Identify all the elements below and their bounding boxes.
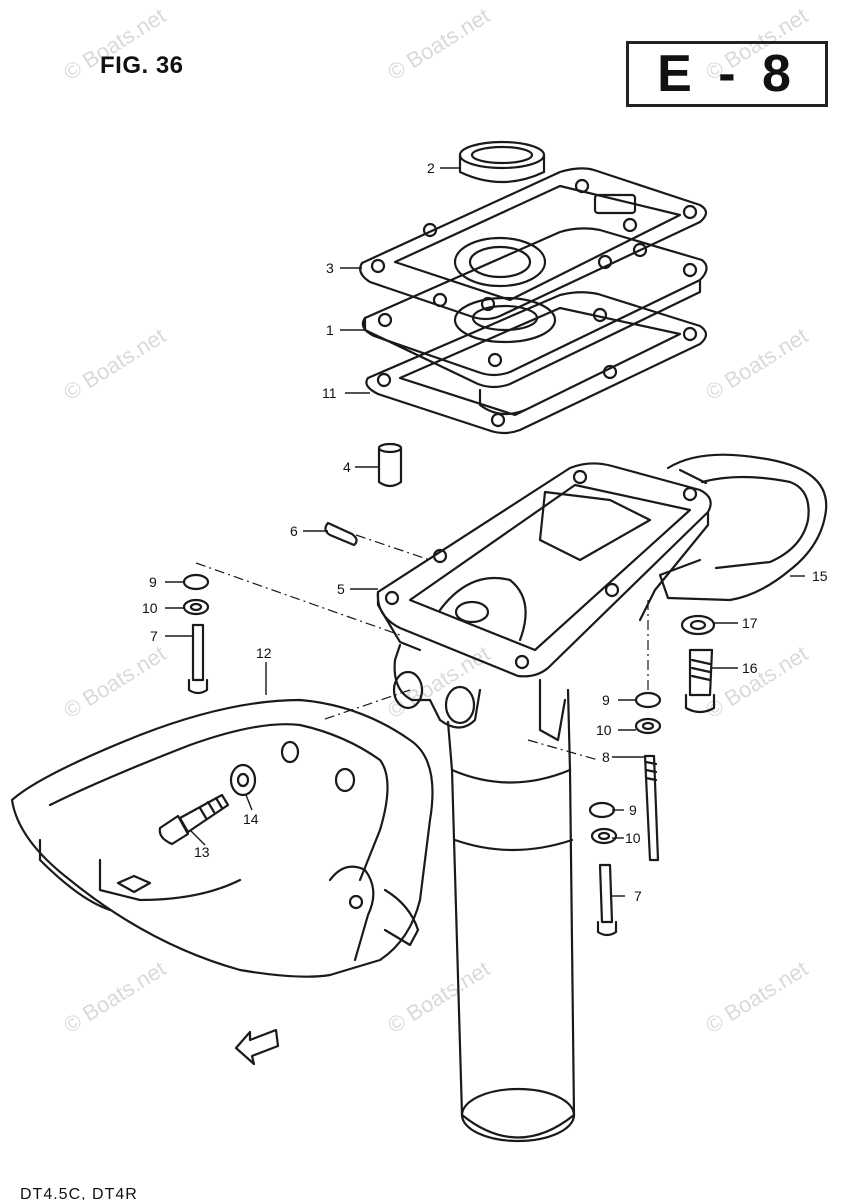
callout-11: 11 — [322, 385, 337, 401]
washer-part-14 — [229, 763, 257, 797]
callout-8: 8 — [602, 749, 610, 765]
callout-17: 17 — [742, 615, 758, 631]
drive-shaft-housing-part — [376, 462, 712, 742]
callout-4: 4 — [343, 459, 351, 475]
tiller-frame-part — [10, 698, 434, 978]
lower-gasket-part — [365, 291, 708, 435]
callout-5: 5 — [337, 581, 345, 597]
cover-plate-part — [361, 227, 708, 389]
callout-7: 7 — [634, 888, 642, 904]
dowel-pin-part — [377, 442, 403, 488]
handle-frame-part — [658, 453, 828, 602]
stud-part-8 — [643, 754, 660, 862]
callout-14: 14 — [243, 811, 259, 827]
washer-part-10-lower — [590, 827, 618, 845]
callout-10: 10 — [625, 830, 641, 846]
callout-9: 9 — [602, 692, 610, 708]
callout-3: 3 — [326, 260, 334, 276]
callout-12: 12 — [256, 645, 272, 661]
gasket-plate-part — [359, 167, 708, 321]
callout-13: 13 — [194, 844, 210, 860]
figure-label: FIG. 36 — [100, 52, 184, 79]
callout-16: 16 — [742, 660, 758, 676]
bolt-part-13 — [158, 793, 230, 846]
sheet-code: E - 8 — [657, 45, 797, 103]
pin-part — [324, 521, 358, 547]
bolt-part-16 — [684, 648, 716, 714]
callout-10: 10 — [142, 600, 158, 616]
washer-part-10-right — [634, 717, 662, 735]
washer-part-17 — [680, 614, 716, 636]
washer-part-9-left — [182, 573, 210, 591]
callout-6: 6 — [290, 523, 298, 539]
bolt-part-7-lower — [596, 863, 618, 937]
bolt-part-7-left — [187, 623, 209, 695]
oil-seal-part — [458, 140, 546, 184]
exhaust-tube-part — [446, 688, 576, 1143]
forward-arrow-icon — [234, 1028, 280, 1066]
callout-9: 9 — [629, 802, 637, 818]
sheet-code-box: E - 8 — [626, 41, 828, 107]
washer-part-9-lower — [588, 801, 616, 819]
callout-15: 15 — [812, 568, 828, 584]
callout-2: 2 — [427, 160, 435, 176]
model-footer: DT4.5C, DT4R — [20, 1186, 138, 1200]
callout-9: 9 — [149, 574, 157, 590]
callout-1: 1 — [326, 322, 334, 338]
callout-7: 7 — [150, 628, 158, 644]
callout-10: 10 — [596, 722, 612, 738]
washer-part-9-right — [634, 691, 662, 709]
washer-part-10-left — [182, 598, 210, 616]
